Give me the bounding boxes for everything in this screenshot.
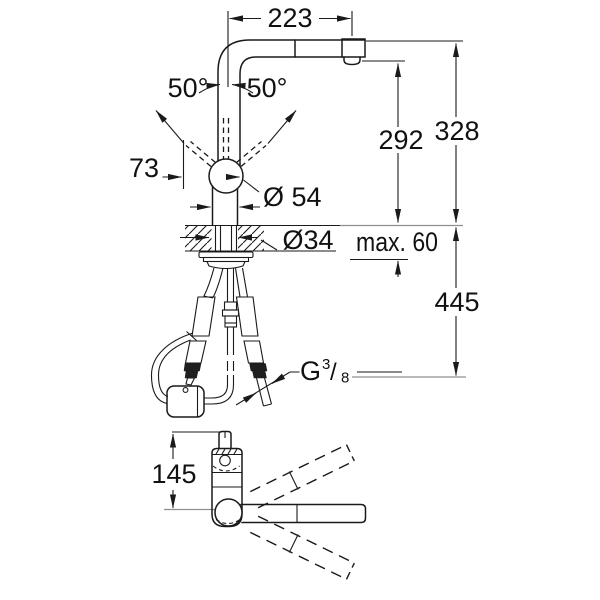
label-lever-angle-right: 50°	[247, 73, 288, 103]
label-thread-prefix: G	[300, 356, 321, 386]
left-braided-hose-2	[184, 340, 207, 364]
hose-loop-inner	[157, 339, 191, 398]
aerator-outlet	[343, 56, 361, 66]
lever-pivot-hole	[219, 454, 231, 467]
dim-body-height: 145	[151, 431, 222, 511]
mounting-washer	[198, 251, 254, 259]
label-lever-projection: 73	[129, 153, 159, 183]
right-hose-fitting-band	[252, 370, 267, 379]
dim-hole-diameter: Ø34	[180, 225, 334, 255]
label-hose-length: 445	[434, 287, 479, 317]
label-max-thickness: max. 60	[356, 227, 438, 257]
hose-coupling-low	[224, 315, 238, 328]
label-height-top: 328	[434, 116, 479, 146]
angle-leader-left	[155, 110, 185, 144]
angle-arc-right	[231, 82, 254, 94]
leader-54	[243, 179, 260, 193]
label-body-height: 145	[151, 459, 196, 489]
spout-swivel-range	[249, 444, 355, 580]
leader-34	[260, 239, 278, 251]
left-hose-tip	[185, 377, 196, 386]
swivel-lower-end	[345, 562, 355, 580]
swivel-upper-tick	[288, 471, 299, 490]
top-view: 145	[151, 430, 367, 580]
right-braided-hose-1	[235, 296, 259, 337]
left-braided-hose-1	[191, 296, 216, 337]
body-knurl-ticks	[215, 448, 238, 455]
label-thread-numerator: 3	[322, 356, 330, 373]
spout-outer-edge	[217, 39, 366, 162]
deck-hatch-right	[238, 226, 264, 251]
ext-lines-223	[227, 11, 353, 87]
label-lever-angle-left: 50°	[168, 73, 209, 103]
label-thread-denominator: 8	[341, 370, 349, 387]
supply-hoses	[183, 267, 273, 407]
spout-swivel-joint	[214, 498, 243, 527]
mounting-collar	[206, 260, 246, 270]
lever-tilt-right-a	[240, 145, 267, 167]
dim-lever-angles: 50° 50°	[168, 73, 288, 103]
pullout-hose-mid	[226, 327, 235, 355]
dim-thread-size: G 3 / 8	[235, 356, 402, 406]
hose-coupling-top	[223, 301, 238, 311]
hose-coupling-mid	[221, 309, 240, 317]
spout-inner-edge	[239, 56, 343, 167]
lever-ball-joint	[208, 158, 244, 194]
hose-loop-outer	[150, 332, 194, 405]
hose-elbow-outer	[203, 384, 235, 405]
front-view: 223 50° 50° 73 Ø 54 292	[129, 3, 480, 418]
faucet-top-view-outline	[211, 430, 367, 528]
right-hose-tail	[255, 377, 273, 407]
left-hose-fitting	[183, 363, 202, 372]
hidden-joint-arc	[212, 465, 240, 472]
dim-body-diameter: Ø 54	[190, 179, 322, 212]
hidden-base-arc	[215, 519, 241, 525]
arrow-thread-upper	[271, 373, 286, 384]
swivel-upper-position	[249, 444, 355, 509]
hose-weight	[166, 385, 205, 418]
dim-height-outlet: 292	[362, 60, 424, 223]
hose-loop-cut-end	[186, 331, 197, 341]
dim-max-thickness: max. 60	[356, 227, 438, 277]
right-hose-fitting	[249, 363, 268, 372]
threaded-shank	[214, 225, 238, 252]
swivel-lower-position	[249, 515, 355, 580]
left-hose-fitting-band	[184, 370, 199, 379]
label-hole-diameter: Ø34	[282, 225, 333, 255]
left-hose-neck-outer	[203, 267, 215, 297]
pullout-hose-break	[226, 361, 235, 385]
right-braided-hose-2	[243, 340, 265, 364]
left-hose-neck-inner	[212, 267, 224, 298]
body-seam-lines	[212, 471, 242, 488]
dim-spout-reach: 223	[227, 3, 353, 87]
pullout-hose-assembly	[150, 268, 240, 418]
right-hose-neck	[234, 267, 249, 298]
angle-leader-right	[267, 110, 297, 144]
dim-hose-length: 445	[352, 227, 480, 378]
spout-top-view	[240, 503, 367, 524]
hose-weight-screw	[182, 387, 189, 393]
arrow-thread-lower	[242, 392, 257, 403]
pullout-hose-upper	[226, 268, 235, 302]
lever-tilt-left-b	[190, 141, 216, 163]
mounting-nut	[202, 256, 250, 263]
label-body-diameter: Ø 54	[263, 182, 322, 212]
swivel-upper-end	[345, 444, 355, 462]
hose-elbow-inner	[203, 384, 229, 399]
lever-tilt-left-a	[185, 145, 212, 167]
dim-height-top: 328	[366, 40, 480, 223]
label-height-outlet: 292	[378, 125, 423, 155]
spout-head-cap	[341, 38, 366, 58]
label-spout-reach: 223	[267, 3, 312, 33]
label-thread-slash: /	[330, 359, 337, 386]
faucet-outline	[198, 38, 366, 270]
deck-hatch-left	[185, 226, 212, 251]
dim-lever-projection: 73	[129, 140, 240, 189]
swivel-lower-tick	[288, 534, 299, 553]
